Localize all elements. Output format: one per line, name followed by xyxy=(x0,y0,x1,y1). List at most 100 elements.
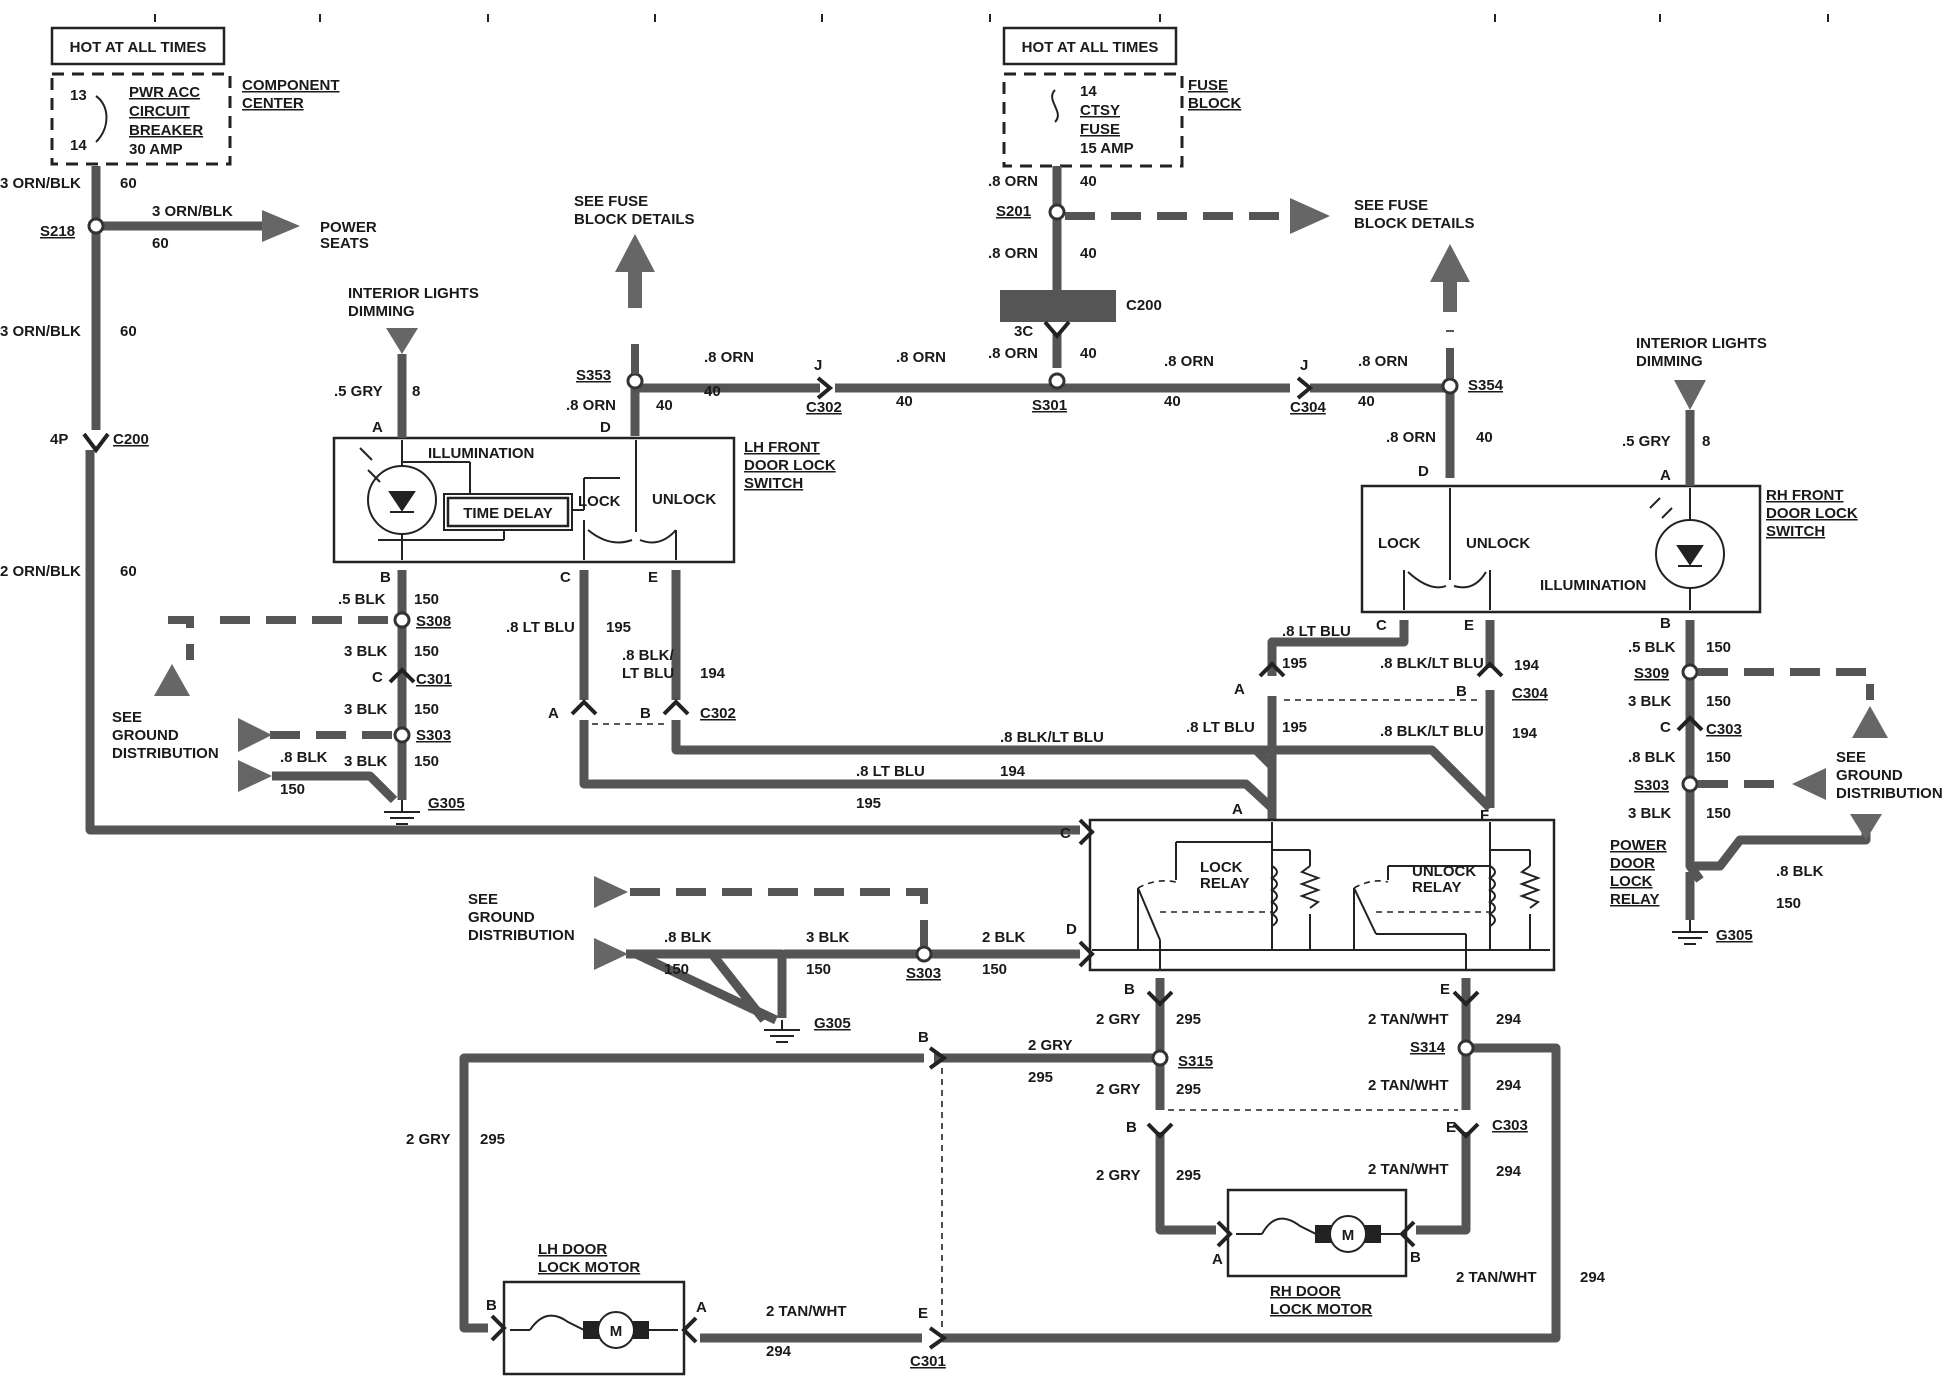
sheet-ticks xyxy=(154,14,1829,22)
power-seats-label-1: POWER xyxy=(320,219,377,236)
c303-b-connector xyxy=(1146,1122,1174,1139)
wire-label-294-d: 294 xyxy=(1580,1269,1606,1286)
see-fuse-arrow-left xyxy=(615,234,655,272)
wire-label-2tanwht-a: 2 TAN/WHT xyxy=(1368,1011,1449,1028)
rh-pin-e: E xyxy=(1464,617,1474,634)
see-fuse-left-2: BLOCK DETAILS xyxy=(574,211,695,228)
wire-label-150-j: 150 xyxy=(1776,895,1801,912)
wire-label-3blk-e: 3 BLK xyxy=(1628,805,1672,822)
breaker-text-2: CIRCUIT xyxy=(129,103,190,120)
see-fuse-stem-left xyxy=(628,272,642,308)
label-c304-top: C304 xyxy=(1290,399,1327,416)
connector-c302-j xyxy=(816,376,834,400)
rh-motor-internals xyxy=(1236,1215,1400,1253)
hot-box-left xyxy=(50,26,226,66)
splice-s353 xyxy=(626,372,644,390)
wire-label-194-d: 194 xyxy=(1512,725,1538,742)
splice-s301 xyxy=(1048,372,1066,390)
connector-c200-center-block xyxy=(1000,290,1116,322)
rh-pin-a: A xyxy=(1660,467,1671,484)
wire-8blk-150-ground xyxy=(634,949,778,1025)
connector-c301-e xyxy=(928,1326,948,1350)
label-c200-left: C200 xyxy=(113,431,149,448)
wire-label-3blk-a: 3 BLK xyxy=(344,643,388,660)
rh-switch-label-3: SWITCH xyxy=(1766,523,1825,540)
breaker-text-3: BREAKER xyxy=(129,122,203,139)
lh-pin-c-c301: C xyxy=(372,669,383,686)
power-seats-arrow xyxy=(262,210,300,242)
wire-label-2gry-d: 2 GRY xyxy=(1096,1167,1140,1184)
wire-label-2tanwht-b: 2 TAN/WHT xyxy=(1368,1077,1449,1094)
hot-label-left: HOT AT ALL TIMES xyxy=(70,39,207,56)
wire-tanwht-294-lh xyxy=(700,1043,1561,1343)
see-fuse-right-1: SEE FUSE xyxy=(1354,197,1428,214)
wire-label-150-d: 150 xyxy=(414,753,439,770)
relay-pin-f: F xyxy=(1480,807,1489,824)
wire-label-150-b: 150 xyxy=(414,643,439,660)
fuse-text-1: CTSY xyxy=(1080,102,1120,119)
see-ground-mid-1: SEE xyxy=(468,891,498,908)
wire-label-8-rh: 8 xyxy=(1702,433,1710,450)
lh-switch-label-1: LH FRONT xyxy=(744,439,820,456)
fuse-text-3: 15 AMP xyxy=(1080,140,1134,157)
lh-pin-d: D xyxy=(600,419,611,436)
rh-motor-a-label: A xyxy=(1212,1251,1223,1268)
unlock-relay-label-1: UNLOCK xyxy=(1412,863,1476,880)
c304-pin-a: A xyxy=(1234,681,1245,698)
lh-motor-pin-b xyxy=(490,1314,507,1342)
interior-dimming-lh-2: DIMMING xyxy=(348,303,415,320)
wire-label-295-a: 295 xyxy=(1176,1011,1201,1028)
see-ground-right-3: DISTRIBUTION xyxy=(1836,785,1943,802)
lock-relay-label-1: LOCK xyxy=(1200,859,1243,876)
ground-ref-right-arrow-1 xyxy=(238,718,272,752)
wire-label-8blk-rh: .8 BLK xyxy=(1628,749,1676,766)
wire-label-2gry-a: 2 GRY xyxy=(1096,1011,1140,1028)
wire-label-195-a: 195 xyxy=(606,619,631,636)
label-c304-bottom: C304 xyxy=(1512,685,1549,702)
splice-s308 xyxy=(393,611,411,629)
rh-led-light-rays xyxy=(1649,497,1673,519)
rh-motor-label-1: RH DOOR xyxy=(1270,1283,1341,1300)
connector-c301-lh xyxy=(388,667,416,684)
splice-s201 xyxy=(1048,203,1066,221)
wire-label-40-b: 40 xyxy=(1080,245,1097,262)
wire-label-8blk-mid: .8 BLK xyxy=(664,929,712,946)
label-c200-center: C200 xyxy=(1126,297,1162,314)
wire-label-5gry-rh: .5 GRY xyxy=(1622,433,1671,450)
wire-label-8blk-slash: .8 BLK/ xyxy=(622,647,675,664)
fuse-text-2: FUSE xyxy=(1080,121,1120,138)
lh-motor-pin-a xyxy=(681,1316,698,1344)
wire-label-40-d: 40 xyxy=(704,383,721,400)
lh-motor-label-1: LH DOOR xyxy=(538,1241,607,1258)
rh-lock-label: LOCK xyxy=(1378,535,1421,552)
wire-label-294-a: 294 xyxy=(1496,1011,1522,1028)
label-s303-relay: S303 xyxy=(906,965,941,982)
breaker-text-1: PWR ACC xyxy=(129,84,200,101)
time-delay-box xyxy=(446,496,570,528)
interior-dimming-rh-1: INTERIOR LIGHTS xyxy=(1636,335,1767,352)
wire-label-3ornblk-a: 3 ORN/BLK xyxy=(0,175,81,192)
wire-label-8ltblu-a: .8 LT BLU xyxy=(506,619,575,636)
dashed-ground-s309 xyxy=(1698,668,1874,700)
lh-switch-internals xyxy=(367,440,677,560)
wire-label-150-g: 150 xyxy=(1706,693,1731,710)
wire-label-60-b: 60 xyxy=(152,235,169,252)
label-c302-bottom: C302 xyxy=(700,705,736,722)
wire-label-2tanwht-d: 2 TAN/WHT xyxy=(1456,1269,1537,1286)
relay-label-1: POWER xyxy=(1610,837,1667,854)
wire-label-8blkltblu-a: .8 BLK/LT BLU xyxy=(1000,729,1104,746)
splice-s354 xyxy=(1441,377,1459,395)
wire-label-150-k: 150 xyxy=(664,961,689,978)
wire-label-8orn-e: .8 ORN xyxy=(896,349,946,366)
lh-motor-internals xyxy=(510,1311,678,1349)
connector-c303-rh xyxy=(1676,715,1704,732)
connector-c200-center xyxy=(1043,320,1071,340)
wire-label-40-c: 40 xyxy=(1080,345,1097,362)
lh-switch-label-3: SWITCH xyxy=(744,475,803,492)
wire-label-150-e: 150 xyxy=(280,781,305,798)
lh-motor-label-2: LOCK MOTOR xyxy=(538,1259,640,1276)
connector-c304-b xyxy=(1476,661,1504,678)
relay-internals xyxy=(1092,822,1550,970)
wire-label-295-d: 295 xyxy=(1176,1167,1201,1184)
label-g305-rh: G305 xyxy=(1716,927,1753,944)
